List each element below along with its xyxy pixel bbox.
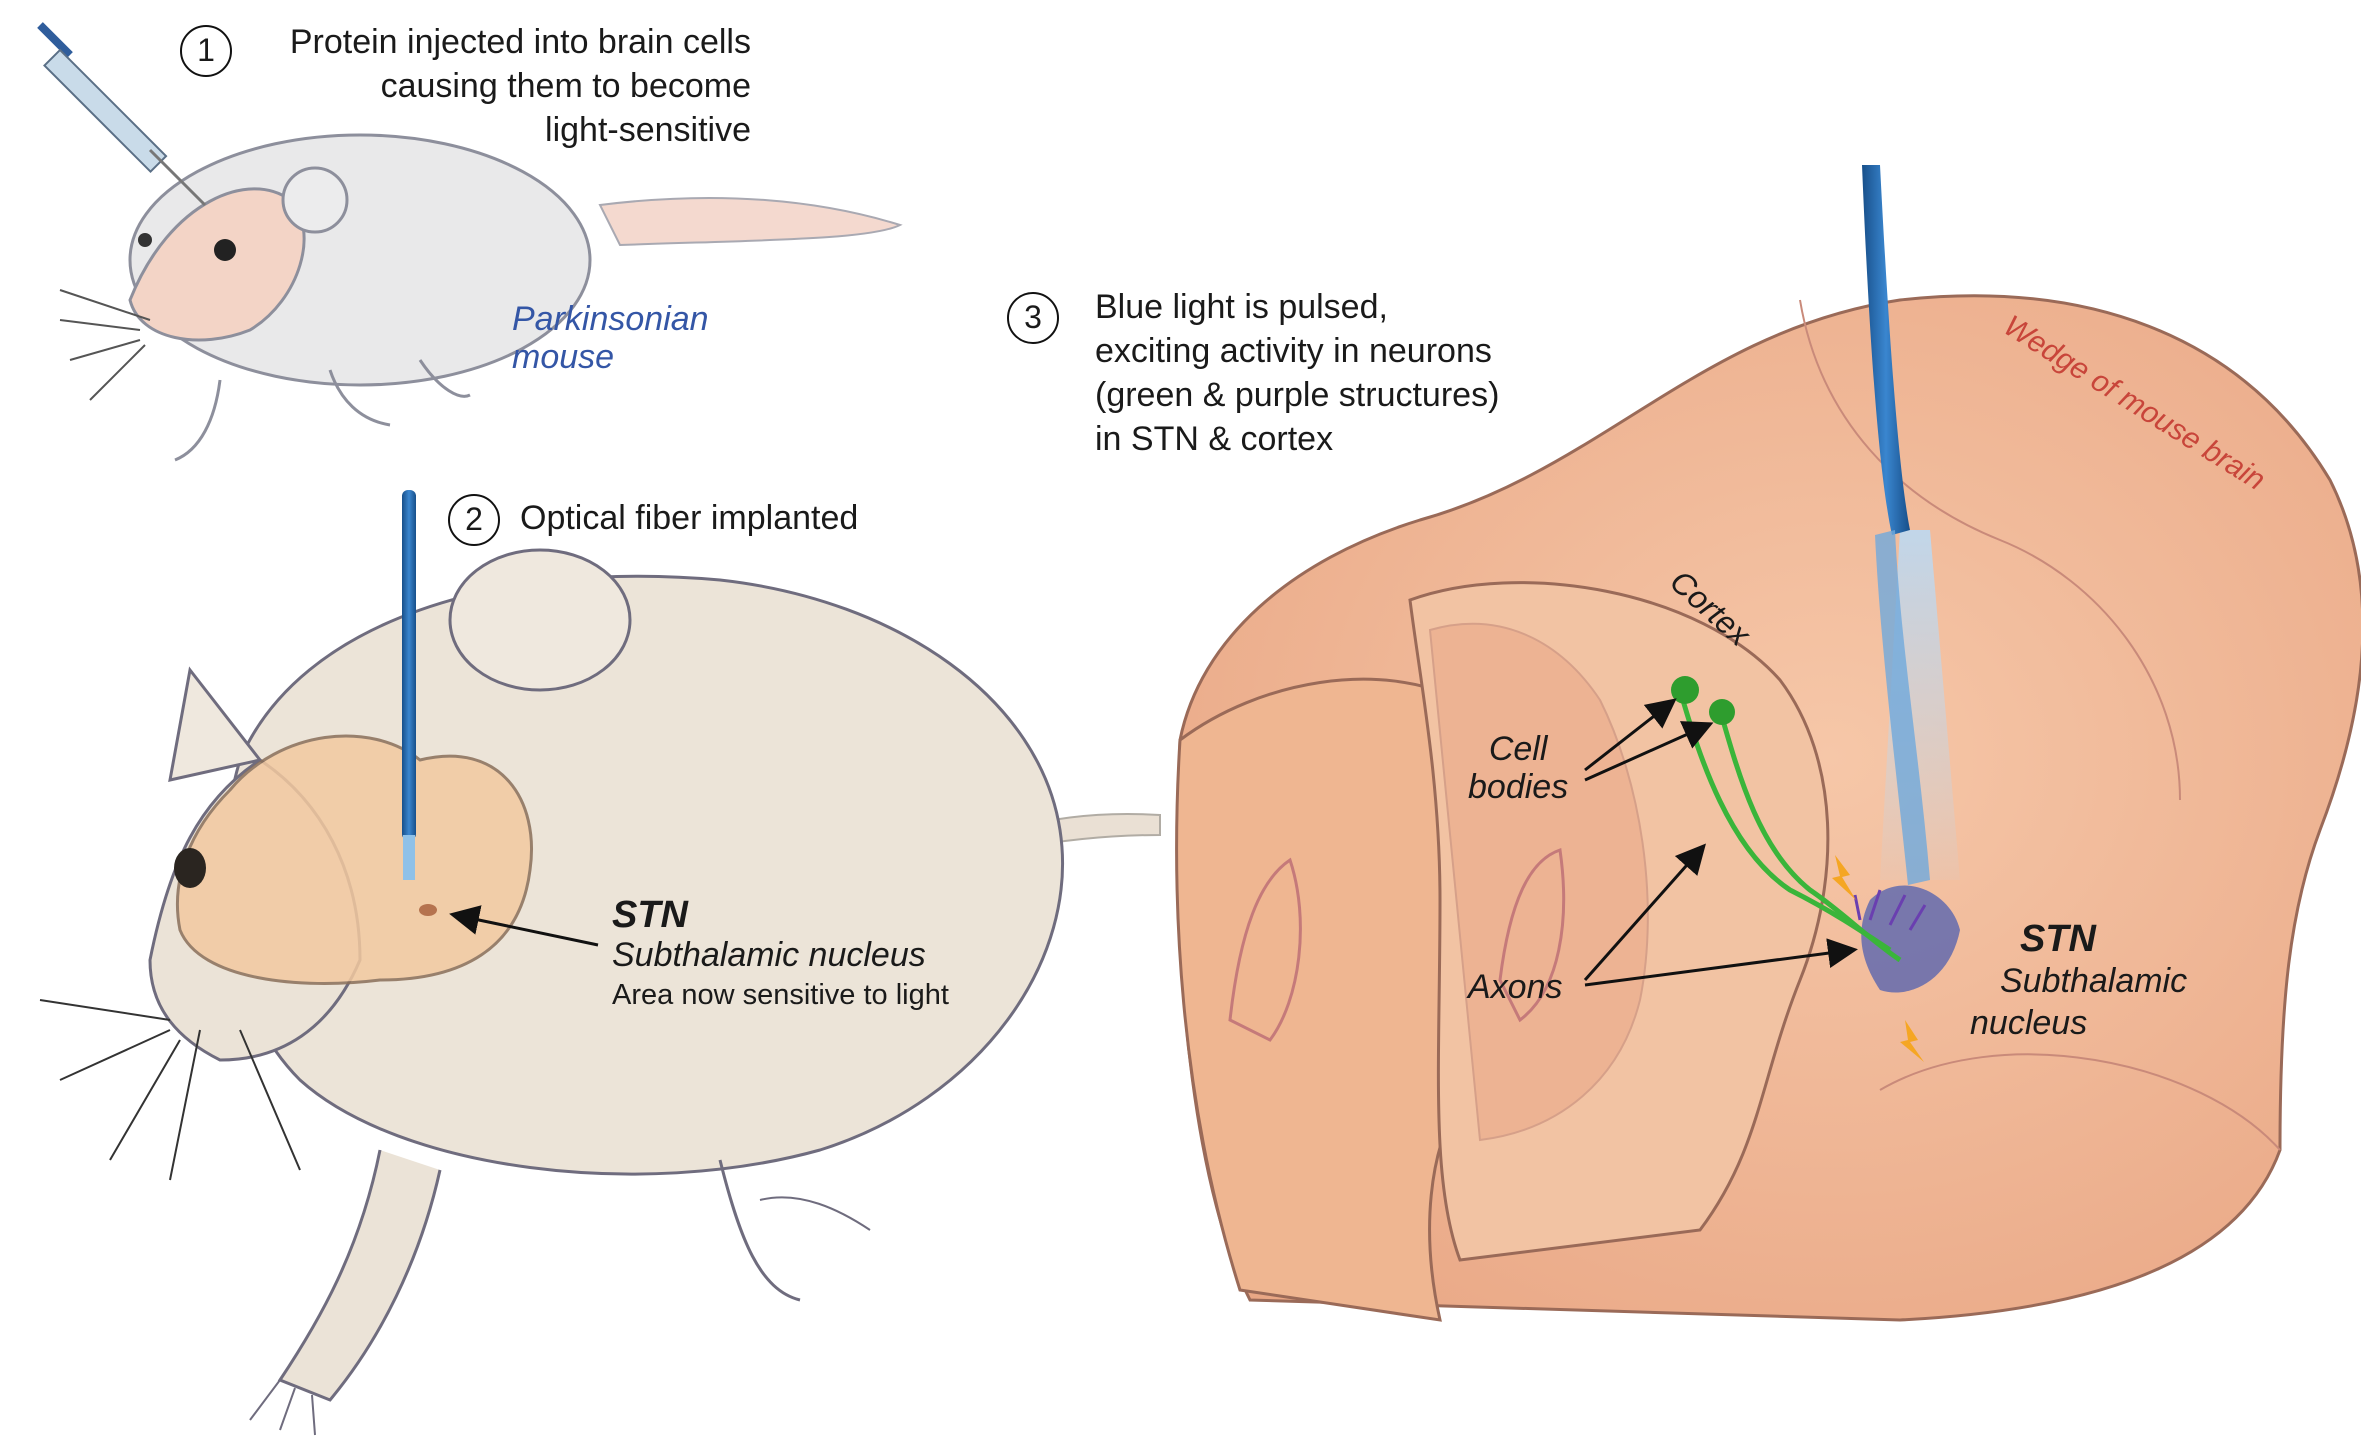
step-2-number: 2 [448, 494, 500, 546]
step-3-line-4: in STN & cortex [1095, 417, 1499, 461]
stn-left-abbr: STN [612, 895, 949, 935]
cell-bodies-label: Cell bodies [1468, 730, 1568, 806]
step-3-number: 3 [1007, 292, 1059, 344]
parkinsonian-mouse-label: Parkinsonian mouse [512, 300, 709, 376]
cell-bodies-line-2: bodies [1468, 768, 1568, 806]
step-1-line-1: Protein injected into brain cells [290, 20, 751, 64]
mouse-2-drawing [40, 490, 1160, 1435]
step-3-line-2: exciting activity in neurons [1095, 329, 1499, 373]
step-3-line-3: (green & purple structures) [1095, 373, 1499, 417]
parkinsonian-line-1: Parkinsonian [512, 300, 709, 338]
parkinsonian-line-2: mouse [512, 338, 709, 376]
stn-right-name-2: nucleus [1970, 1002, 2187, 1044]
step-1-line-2: causing them to become [290, 64, 751, 108]
axons-label: Axons [1468, 965, 1563, 1009]
step-2-text: Optical fiber implanted [520, 496, 858, 540]
step-1-number: 1 [180, 25, 232, 77]
step-3-text: Blue light is pulsed, exciting activity … [1095, 285, 1499, 461]
stn-right-name-1: Subthalamic [2000, 960, 2187, 1002]
step-1-text: Protein injected into brain cells causin… [290, 20, 751, 152]
stn-left-name: Subthalamic nucleus [612, 935, 949, 975]
step-3-line-1: Blue light is pulsed, [1095, 285, 1499, 329]
stn-left-note: Area now sensitive to light [612, 975, 949, 1015]
stn-right-abbr: STN [2020, 918, 2187, 960]
stn-left-label: STN Subthalamic nucleus Area now sensiti… [612, 895, 949, 1015]
stn-right-label: STN Subthalamic nucleus [2000, 918, 2187, 1044]
step-1-line-3: light-sensitive [290, 108, 751, 152]
cell-bodies-line-1: Cell [1468, 730, 1568, 768]
optical-fiber-icon [402, 490, 416, 880]
